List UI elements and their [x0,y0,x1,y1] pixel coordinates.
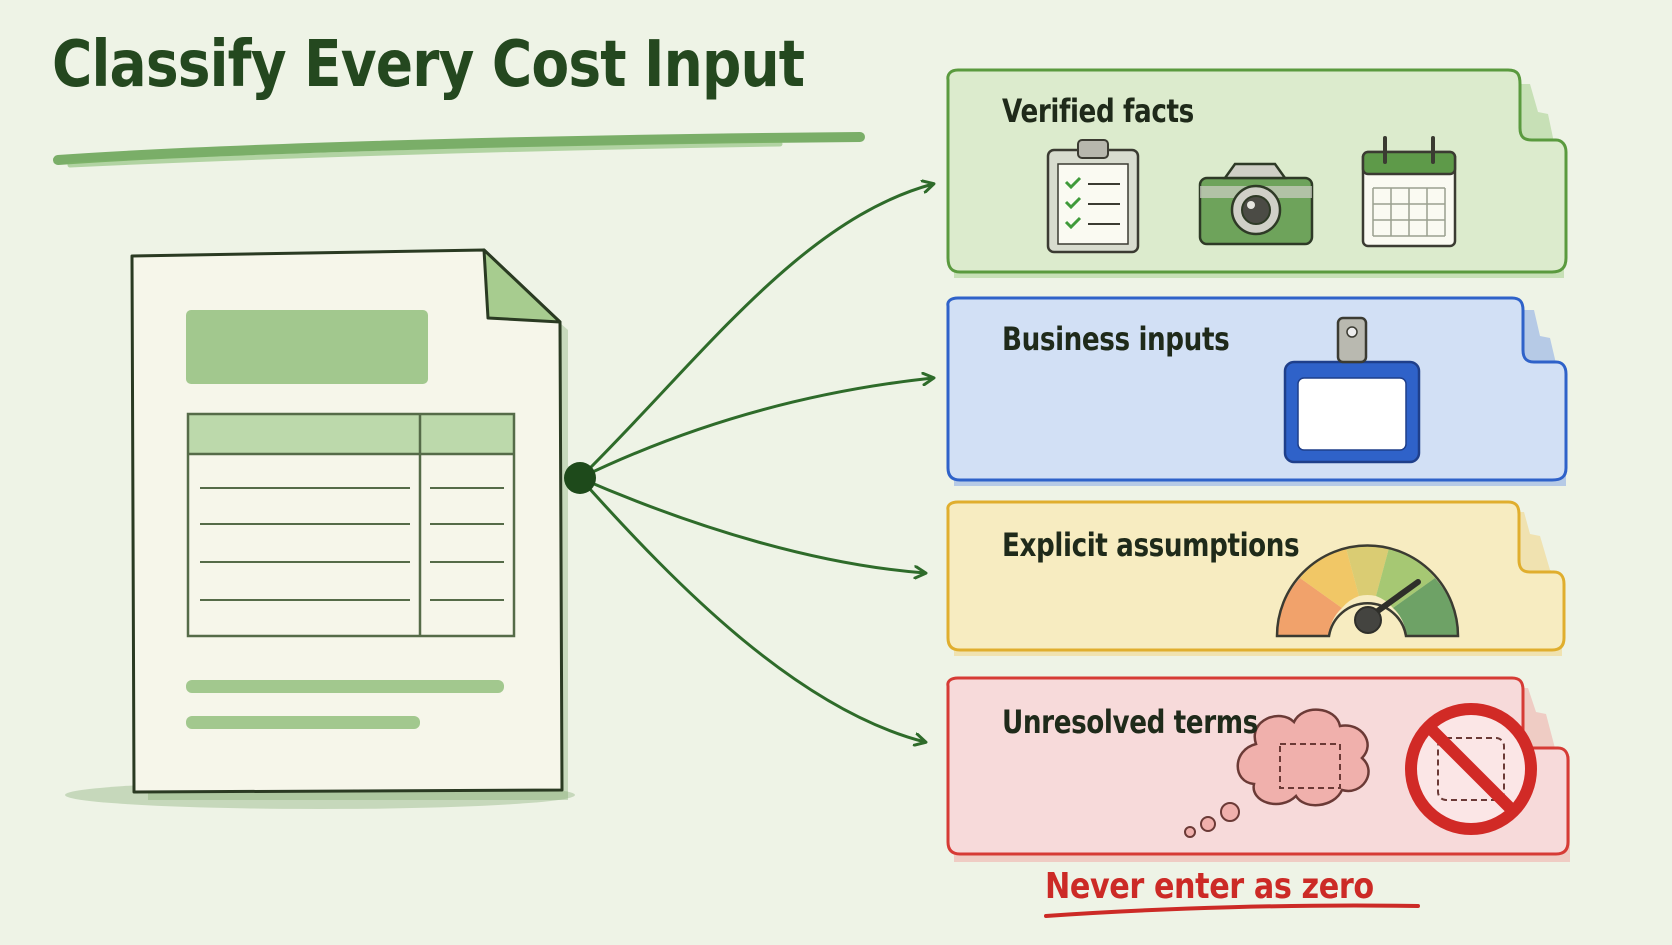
connectors [564,184,933,742]
card-business-inputs [946,296,1568,486]
category-label-verified-facts: Verified facts [1002,92,1194,130]
card-verified-facts [946,68,1568,278]
category-label-unresolved-terms: Unresolved terms [1002,703,1258,741]
card-unresolved-terms [946,676,1570,862]
card-explicit-assumptions [946,500,1566,656]
camera-icon [1198,162,1314,246]
prohibited-icon [1405,703,1537,835]
clipboard-checklist-icon [1046,139,1140,254]
arrow-verified-facts [578,184,933,480]
warning-text: Never enter as zero [1045,866,1374,907]
arrow-explicit-assumptions [579,476,925,573]
arrow-business-inputs [579,378,933,480]
category-label-explicit-assumptions: Explicit assumptions [1002,526,1300,564]
category-label-business-inputs: Business inputs [1002,320,1230,358]
hub-dot [564,462,596,494]
title-underline [53,132,865,165]
gauge-icon [1275,544,1460,638]
id-badge-icon [1283,316,1421,464]
thought-cloud-icon [1184,708,1370,838]
document-icon [65,248,575,809]
arrow-unresolved-terms [578,477,925,742]
page-title: Classify Every Cost Input [52,28,805,102]
warning-underline [1044,903,1420,918]
calendar-icon [1361,136,1457,248]
